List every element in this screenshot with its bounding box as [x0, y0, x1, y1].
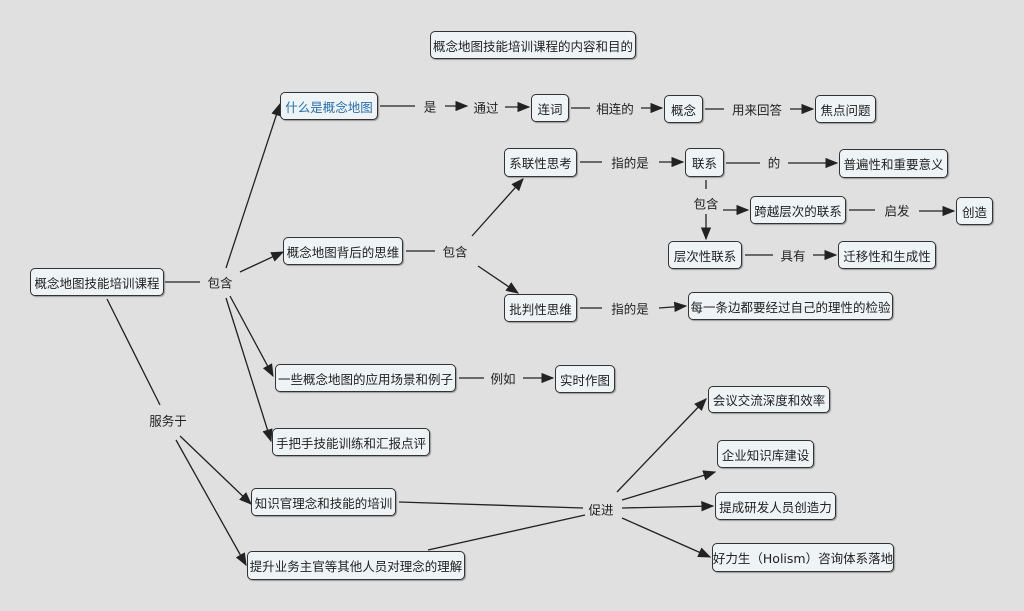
link-label-answer: 用来回答	[731, 102, 783, 118]
node-transfer[interactable]: 迁移性和生成性	[838, 241, 936, 269]
node-focus-question[interactable]: 焦点问题	[815, 95, 876, 123]
node-rd-creativity[interactable]: 提成研发人员创造力	[715, 492, 836, 520]
node-training[interactable]: 知识官理念和技能的培训	[251, 488, 396, 516]
node-knowledge-base[interactable]: 企业知识库建设	[717, 440, 814, 468]
node-critical-thinking[interactable]: 批判性思维	[504, 294, 577, 322]
link-label-contains: 包含	[442, 244, 468, 260]
node-hands-on[interactable]: 手把手技能训练和汇报点评	[272, 428, 430, 456]
node-create[interactable]: 创造	[956, 197, 993, 225]
node-verify[interactable]: 每一条边都要经过自己的理性的检验	[688, 292, 893, 320]
node-root[interactable]: 概念地图技能培训课程	[30, 268, 164, 296]
link-label-inspire: 启发	[884, 203, 910, 219]
node-holism[interactable]: 好力生（Holism）咨询体系落地	[712, 543, 894, 572]
node-cross-level[interactable]: 跨越层次的联系	[750, 196, 846, 224]
node-applications[interactable]: 一些概念地图的应用场景和例子	[275, 364, 456, 392]
link-label-of: 的	[767, 155, 781, 171]
link-label-refers: 指的是	[611, 155, 649, 171]
link-label-promote: 促进	[588, 502, 614, 518]
link-label-has: 具有	[780, 248, 806, 264]
node-thinking[interactable]: 概念地图背后的思维	[283, 237, 403, 265]
link-label-example: 例如	[490, 371, 516, 387]
node-what-is-concept-map[interactable]: 什么是概念地图	[280, 92, 378, 120]
node-understanding[interactable]: 提升业务主官等其他人员对理念的理解	[247, 551, 465, 580]
link-label-contains: 包含	[207, 275, 233, 291]
map-title: 概念地图技能培训课程的内容和目的	[430, 31, 636, 59]
node-realtime[interactable]: 实时作图	[555, 365, 615, 393]
link-label-via: 通过	[473, 100, 499, 116]
node-systemic-thinking[interactable]: 系联性思考	[504, 148, 577, 177]
node-link[interactable]: 联系	[685, 148, 724, 177]
node-universal[interactable]: 普遍性和重要意义	[839, 149, 948, 178]
node-connective[interactable]: 连词	[531, 94, 569, 122]
link-label-refers: 指的是	[611, 301, 649, 317]
node-concept[interactable]: 概念	[664, 95, 703, 123]
node-meeting[interactable]: 会议交流深度和效率	[708, 386, 830, 413]
node-hierarchical[interactable]: 层次性联系	[668, 241, 742, 269]
link-label-connected: 相连的	[596, 101, 634, 117]
link-label-is: 是	[423, 99, 437, 115]
link-label-contains: 包含	[693, 196, 719, 212]
link-label-serves: 服务于	[149, 413, 187, 429]
